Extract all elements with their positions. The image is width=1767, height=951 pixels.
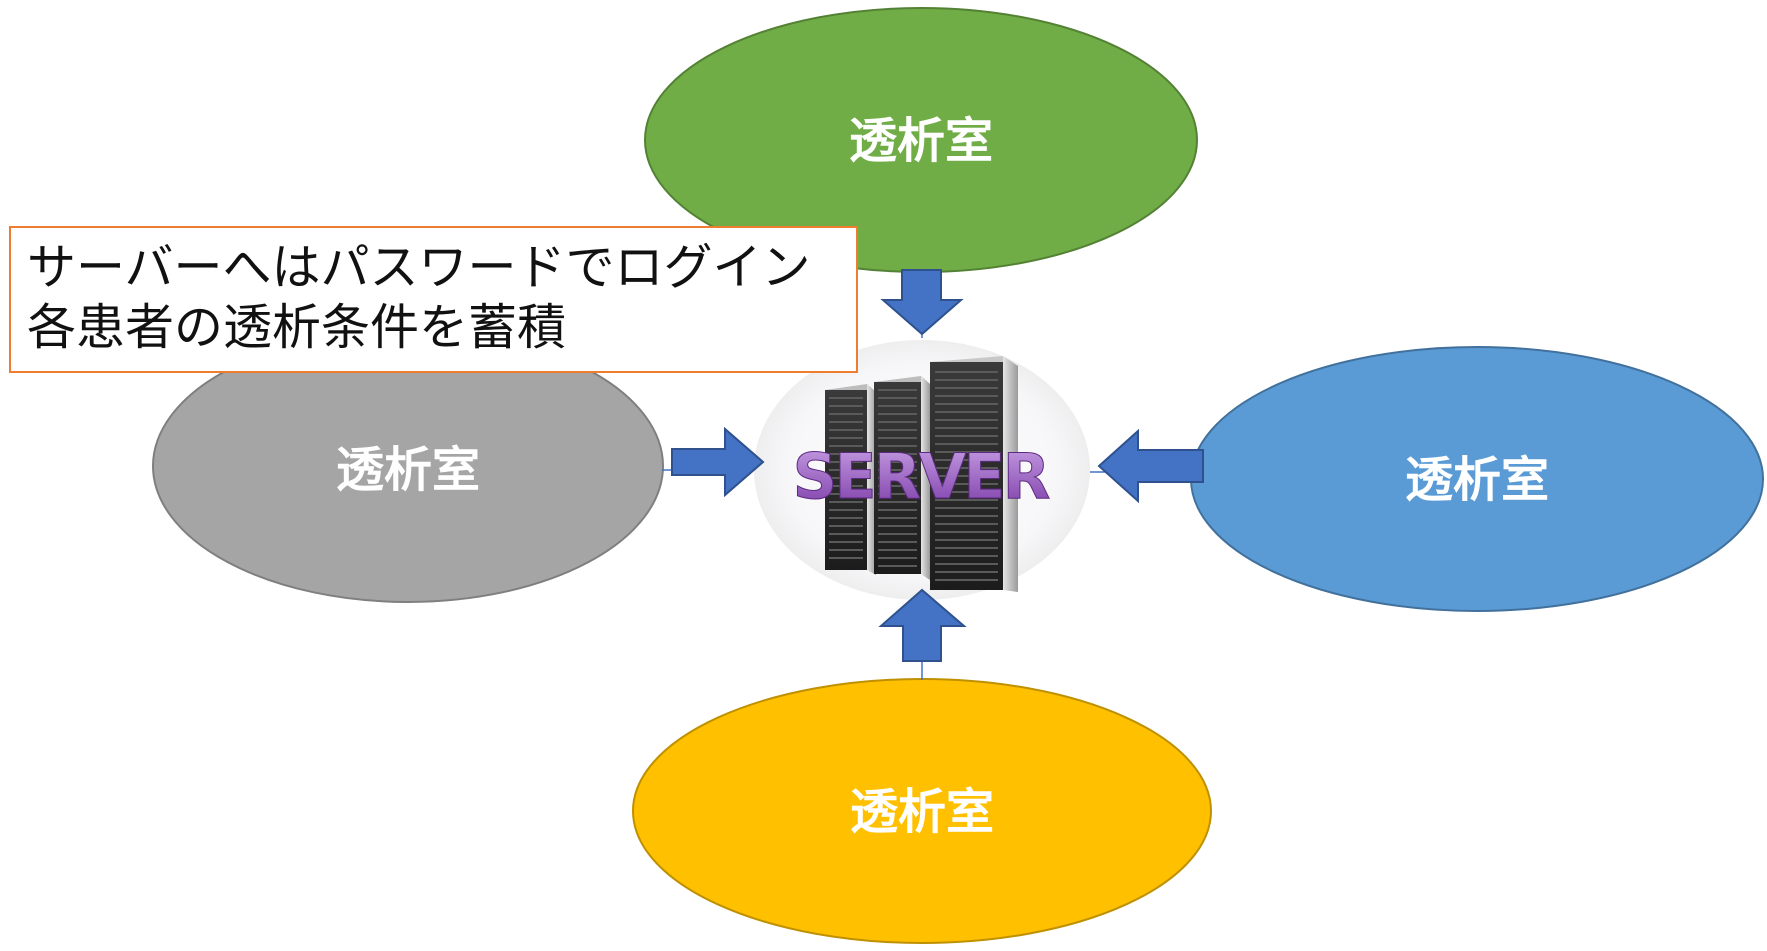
- arrow-down-from-top: [880, 269, 964, 336]
- dialysis-room-bottom: 透析室: [632, 678, 1212, 944]
- dialysis-room-top: 透析室: [644, 7, 1198, 273]
- room-label-top: 透析室: [849, 113, 993, 169]
- arrow-left-from-right: [1097, 428, 1204, 504]
- note-line-1: サーバーへはパスワードでログイン: [27, 239, 811, 296]
- server-image: SERVER: [754, 340, 1090, 600]
- annotation-note: サーバーへはパスワードでログイン 各患者の透析条件を蓄積: [9, 226, 858, 373]
- room-label-right: 透析室: [1405, 452, 1549, 508]
- dialysis-room-left: 透析室: [152, 329, 664, 603]
- server-rack-1: [825, 384, 876, 575]
- server-wordmark: SERVER: [793, 440, 1050, 513]
- arrow-right-from-left: [671, 426, 765, 498]
- room-label-bottom: 透析室: [850, 784, 994, 840]
- note-line-2: 各患者の透析条件を蓄積: [27, 299, 567, 356]
- arrows: [671, 269, 1204, 662]
- room-label-left: 透析室: [336, 442, 480, 498]
- dialysis-room-right: 透析室: [1190, 346, 1764, 612]
- arrow-up-from-bottom: [878, 588, 967, 662]
- server-drive-bays: [829, 371, 998, 581]
